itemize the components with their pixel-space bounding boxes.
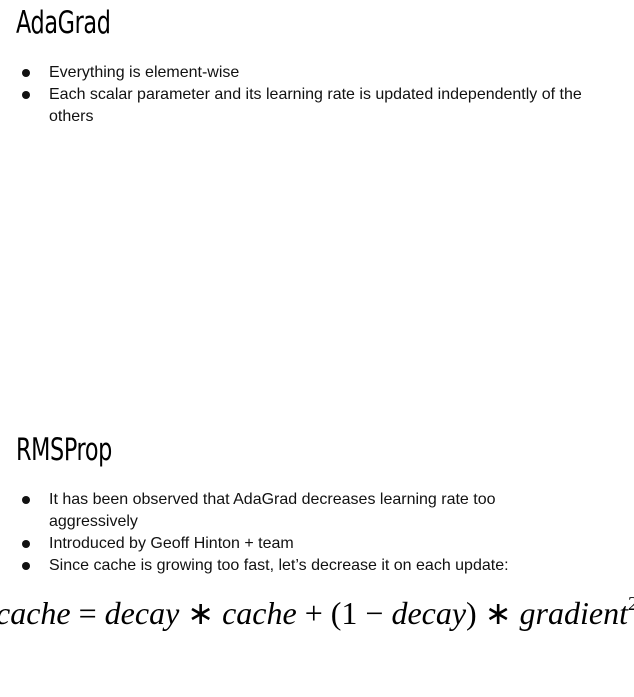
- bullet-text: Since cache is growing too fast, let’s d…: [49, 557, 509, 574]
- formula-var-decay: decay: [391, 595, 467, 631]
- formula-plus: +: [304, 595, 323, 631]
- bullet-dot: [22, 540, 30, 548]
- rmsprop-cache-update-formula: cache = decay ∗ cache + (1 − decay) ∗ gr…: [0, 589, 634, 637]
- bullet-list-rmsprop: It has been observed that AdaGrad decrea…: [22, 489, 542, 577]
- bullet-text: It has been observed that AdaGrad decrea…: [49, 491, 496, 530]
- list-item: It has been observed that AdaGrad decrea…: [22, 489, 542, 533]
- bullet-text: Everything is element-wise: [49, 64, 240, 81]
- list-item: Everything is element-wise: [22, 62, 602, 84]
- section-title-adagrad: AdaGrad: [16, 5, 111, 41]
- formula-times: ∗: [187, 595, 215, 631]
- formula-var-gradient: gradient: [519, 595, 628, 631]
- formula-open-paren: (1: [330, 595, 358, 631]
- formula-var-cache: cache: [222, 595, 297, 631]
- bullet-text: Introduced by Geoff Hinton + team: [49, 535, 294, 552]
- formula-exponent: 2: [627, 593, 634, 615]
- list-item: Introduced by Geoff Hinton + team: [22, 533, 542, 555]
- bullet-text: Each scalar parameter and its learning r…: [49, 86, 582, 125]
- list-item: Each scalar parameter and its learning r…: [22, 84, 602, 128]
- bullet-dot: [22, 91, 30, 99]
- bullet-dot: [22, 69, 30, 77]
- formula-var-cache: cache: [0, 595, 71, 631]
- bullet-list-adagrad: Everything is element-wise Each scalar p…: [22, 62, 602, 128]
- formula-var-decay: decay: [104, 595, 180, 631]
- bullet-dot: [22, 562, 30, 570]
- formula-minus: −: [365, 595, 384, 631]
- list-item: Since cache is growing too fast, let’s d…: [22, 555, 542, 577]
- formula-times: ∗: [484, 595, 512, 631]
- formula-close-paren: ): [466, 595, 477, 631]
- section-title-rmsprop: RMSProp: [16, 432, 112, 468]
- formula-equals: =: [78, 595, 97, 631]
- bullet-dot: [22, 496, 30, 504]
